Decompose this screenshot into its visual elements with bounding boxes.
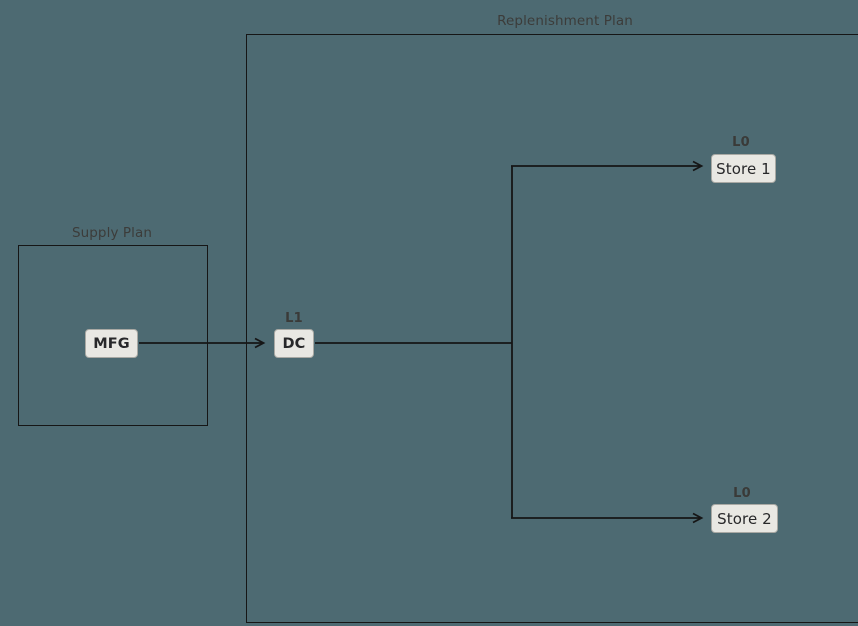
group-box-supply-plan xyxy=(18,245,208,426)
group-box-replenishment-plan xyxy=(246,34,858,623)
node-level-label-dc: L1 xyxy=(285,311,303,326)
node-mfg[interactable]: MFG xyxy=(85,329,138,358)
node-store1[interactable]: Store 1 xyxy=(711,154,776,183)
group-title-supply-plan: Supply Plan xyxy=(71,225,153,241)
group-title-replenishment-plan: Replenishment Plan xyxy=(497,13,633,29)
node-level-label-store1: L0 xyxy=(732,135,750,150)
node-level-label-store2: L0 xyxy=(733,486,751,501)
node-store2[interactable]: Store 2 xyxy=(711,504,778,533)
node-dc[interactable]: DC xyxy=(274,329,314,358)
